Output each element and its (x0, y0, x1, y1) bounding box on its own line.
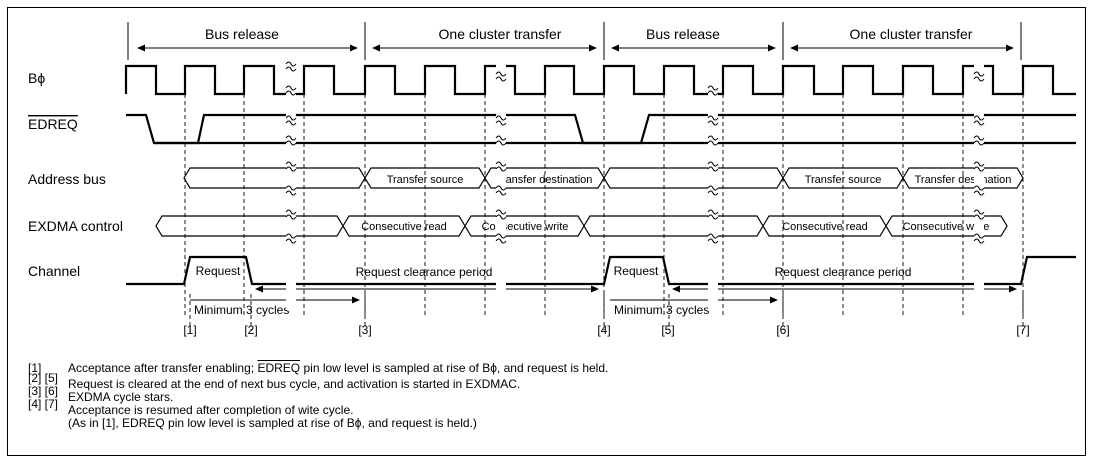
phase-header: Bus release One cluster transfer Bus rel… (127, 22, 1022, 60)
consecutive-read-label: Consecutive read (361, 221, 447, 233)
guide-lines (184, 94, 1024, 330)
timing-diagram: Bus release One cluster transfer Bus rel… (28, 22, 1076, 337)
minimum-cycles-label: Minimum 3 cycles (614, 303, 709, 317)
address-bus-label: Address bus (28, 171, 106, 187)
exdma-control-label: EXDMA control (28, 218, 123, 234)
phase-label-cluster-transfer: One cluster transfer (850, 26, 973, 42)
time-break-mark (285, 60, 297, 310)
signal-labels: Bϕ EDREQ Address bus EXDMA control Chann… (28, 70, 123, 279)
minimum-cycles-label: Minimum 3 cycles (194, 303, 289, 317)
consecutive-read-label: Consecutive read (782, 221, 868, 233)
consecutive-write-label: Consecutive write (903, 221, 990, 233)
marker-5: [5] (661, 323, 674, 337)
marker-3: [3] (358, 323, 371, 337)
footnote-ref: [2] [5] (28, 371, 59, 385)
footnote-5: (As in [1], EDREQ pin low level is sampl… (28, 414, 1078, 430)
exdma-control-idle (583, 215, 764, 237)
footnote-text: (As in [1], EDREQ pin low level is sampl… (68, 416, 477, 430)
address-bus-idle (603, 167, 784, 189)
footnote-text: EXDMA cycle stars. (68, 390, 174, 404)
marker-4: [4] (597, 323, 610, 337)
footnote-ref: [1] (28, 361, 42, 375)
marker-7: [7] (1016, 323, 1029, 337)
step-markers: [1] [2] [3] [4] [5] [6] [7] (183, 323, 1029, 337)
channel-signal-label: Channel (28, 263, 80, 279)
phase-label-bus-release: Bus release (205, 26, 279, 42)
footnotes: [1] Acceptance after transfer enabling; … (28, 362, 1078, 430)
time-break-mark (707, 60, 719, 310)
channel-waveform (126, 255, 1076, 286)
marker-1: [1] (183, 323, 196, 337)
footnote-text: Acceptance is resumed after completion o… (68, 403, 354, 417)
edreq-signal-label: EDREQ (28, 116, 78, 132)
clock-waveform (124, 64, 1076, 96)
footnote-1: [1] Acceptance after transfer enabling; … (28, 362, 1078, 375)
footnote-ref: [4] [7] (28, 397, 59, 411)
exdma-control-waveform: Consecutive read Consecutive write Conse… (155, 215, 1008, 237)
request-clearance-period-label: Request clearance period (356, 265, 493, 279)
transfer-destination-label: Transfer destination (496, 174, 593, 186)
channel-annotations: Request Request Request clearance period… (190, 264, 1017, 317)
clock-signal-label: Bϕ (28, 70, 45, 86)
consecutive-write-label: Consecutive write (482, 221, 569, 233)
time-break-mark (973, 60, 985, 310)
footnote-2: [2] [5] Request is cleared at the end of… (28, 371, 1078, 391)
edreq-waveform-high (126, 113, 1076, 145)
time-break-mark (495, 60, 507, 310)
marker-2: [2] (244, 323, 257, 337)
footnote-text: Acceptance after transfer enabling; EDRE… (68, 361, 609, 375)
time-break-marks (285, 60, 985, 310)
footnote-text: Request is cleared at the end of next bu… (68, 377, 521, 391)
footnote-4: [4] [7] Acceptance is resumed after comp… (28, 397, 1078, 417)
marker-6: [6] (776, 323, 789, 337)
footnote-3: [3] [6] EXDMA cycle stars. (28, 384, 1078, 404)
phase-label-bus-release: Bus release (646, 26, 720, 42)
request-label: Request (614, 264, 659, 278)
address-bus-waveform: Transfer source Transfer destination Tra… (183, 167, 1024, 189)
footnote-ref: [3] [6] (28, 384, 59, 398)
exdma-control-idle (155, 215, 344, 237)
address-bus-idle (183, 167, 366, 189)
timing-diagram-frame: Bus release One cluster transfer Bus rel… (7, 7, 1086, 456)
request-label: Request (196, 264, 241, 278)
phase-label-cluster-transfer: One cluster transfer (439, 26, 562, 42)
